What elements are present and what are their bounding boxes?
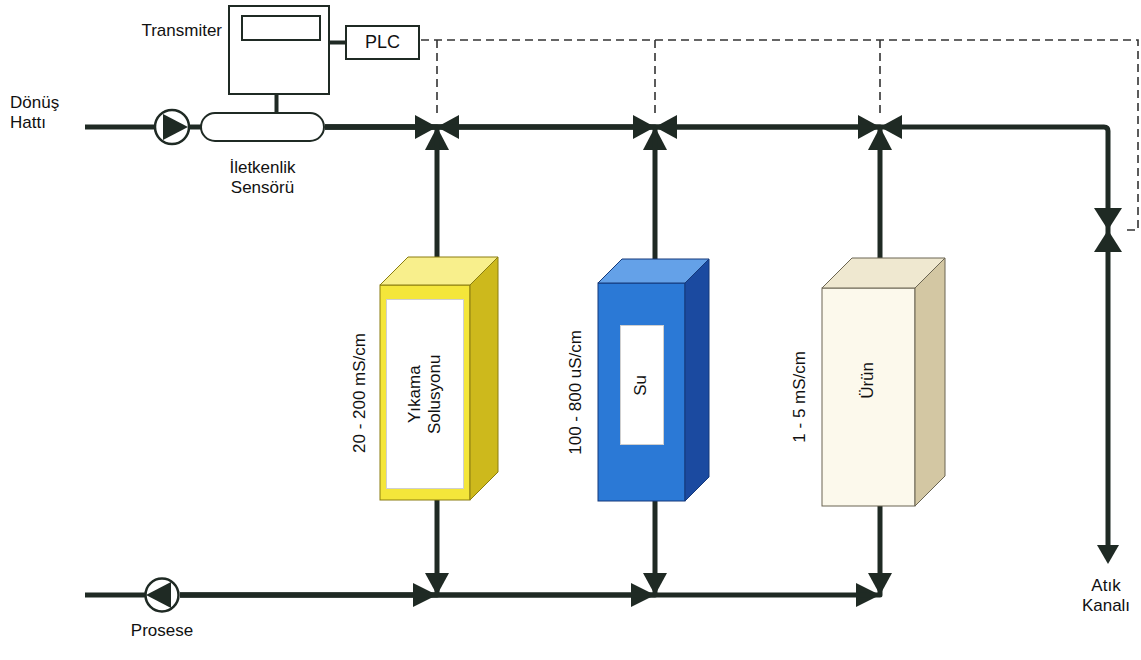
sensor-label: İletkenlik Sensörü <box>217 158 309 199</box>
flow-arrow <box>1097 545 1119 564</box>
tank-side <box>685 259 709 501</box>
transmitter-node: Transmiter <box>228 5 330 95</box>
tank-top <box>598 259 709 283</box>
tank-name: Yıkama Solusyonu <box>405 338 446 450</box>
signal-connector <box>330 41 345 45</box>
process-pipe <box>85 593 146 598</box>
conductivity-range: 20 - 200 mS/cm <box>350 333 370 453</box>
signal-connector <box>275 95 279 112</box>
tank-label-panel: Yıkama Solusyonu <box>386 299 464 489</box>
valve-symbol <box>1094 208 1122 230</box>
pipe-connector <box>325 127 880 258</box>
signal-line <box>654 40 656 113</box>
plc-node: PLC <box>345 25 420 60</box>
return-pipe <box>325 127 1108 548</box>
valve-symbol <box>1094 230 1122 252</box>
signal-line <box>879 40 881 113</box>
pump-label: Prosese <box>131 621 193 641</box>
waste-valve <box>1094 208 1122 564</box>
tank-body <box>822 258 945 506</box>
tank-side <box>915 258 945 506</box>
tank-front <box>598 283 685 501</box>
pump-arrow <box>146 582 171 608</box>
tank-name: Ürün <box>858 362 878 399</box>
connectors <box>180 43 880 596</box>
pipe-connector <box>180 500 437 595</box>
pipe-connector <box>325 127 655 259</box>
line-label: Atık Kanalı <box>1066 576 1141 617</box>
tank-front <box>822 288 915 506</box>
pipes <box>85 127 1108 595</box>
tank-node: Su100 - 800 uS/cm <box>598 259 709 501</box>
tank-label-panel: Su <box>620 325 664 445</box>
tank-front <box>380 285 470 500</box>
pipe-connector <box>180 506 880 595</box>
control-signal <box>421 40 1138 230</box>
tank-name: Su <box>631 375 651 396</box>
top-valves <box>415 115 902 150</box>
tank-top <box>822 258 945 288</box>
return-pump <box>155 110 189 144</box>
pipe-connector <box>325 127 437 257</box>
tank-node: Ürün1 - 5 mS/cm <box>822 258 945 506</box>
tank-top <box>380 257 498 285</box>
pump-node: Prosese <box>144 577 180 613</box>
sensor-node: İletkenlik Sensörü <box>200 112 325 142</box>
signal-line <box>421 40 1138 230</box>
pipe-connector <box>180 501 655 595</box>
conductivity-range: 1 - 5 mS/cm <box>790 351 810 443</box>
conductivity-range: 100 - 800 uS/cm <box>566 330 586 455</box>
device-label: Transmiter <box>141 21 222 41</box>
tank-label-panel: Ürün <box>844 320 894 440</box>
pump-symbol <box>144 577 180 613</box>
line-label: Dönüş Hattı <box>10 93 72 134</box>
plc-label: PLC <box>365 32 400 54</box>
pump-arrow <box>163 114 188 140</box>
pump-casing <box>146 579 179 612</box>
transmitter-display <box>241 15 321 41</box>
tank-node: Yıkama Solusyonu20 - 200 mS/cm <box>380 257 498 500</box>
pump-symbol <box>155 110 189 144</box>
tank-side <box>470 257 498 500</box>
return-pipe <box>85 125 156 130</box>
signal-line <box>436 40 438 113</box>
